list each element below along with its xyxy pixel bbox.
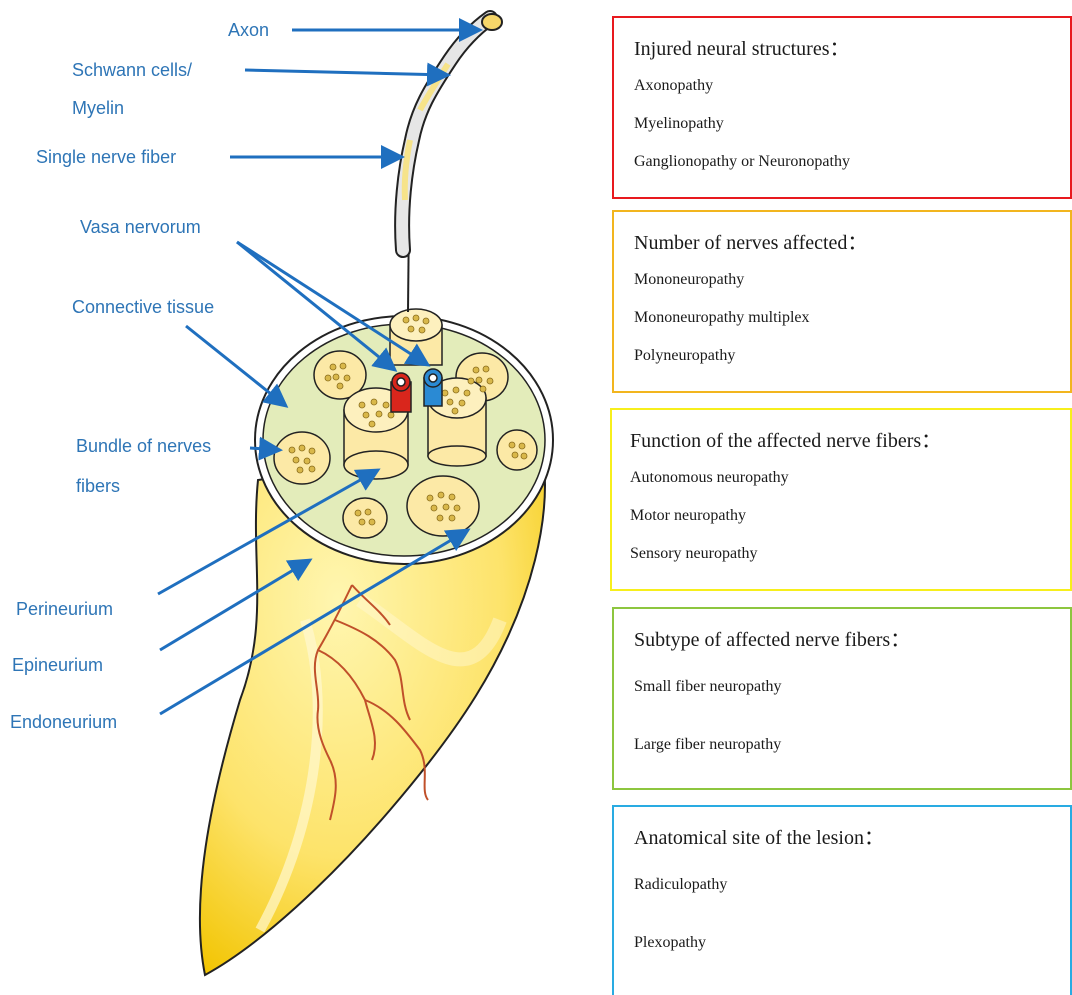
box-anatomical-site: Anatomical site of the lesion： Radiculop… (612, 805, 1072, 995)
nerve-anatomy-diagram: Axon Schwann cells/ Myelin Single nerve … (0, 0, 600, 985)
label-endoneurium: Endoneurium (10, 712, 117, 732)
list-item: Mononeuropathy (634, 261, 1070, 299)
list-item: Axonopathy (634, 67, 1070, 105)
list-item: Radiculopathy (634, 856, 1070, 914)
box-function-of-fibers: Function of the affected nerve fibers： A… (610, 408, 1072, 591)
nerve-fiber-tube (402, 14, 502, 312)
box-title: Anatomical site of the lesion： (634, 821, 1070, 850)
list-item: Large fiber neuropathy (634, 716, 1070, 774)
list-item: Myelinopathy (634, 105, 1070, 143)
list-item: Ganglionopathy or Neuronopathy (634, 143, 1070, 181)
label-axon: Axon (228, 20, 269, 40)
label-fibers: fibers (76, 476, 120, 496)
label-epineurium: Epineurium (12, 655, 103, 675)
label-single-nerve-fiber: Single nerve fiber (36, 147, 176, 167)
box-title: Subtype of affected nerve fibers： (634, 623, 1070, 652)
label-vasa-nervorum: Vasa nervorum (80, 217, 201, 237)
box-injured-structures: Injured neural structures： Axonopathy My… (612, 16, 1072, 199)
label-connective-tissue: Connective tissue (72, 297, 214, 317)
label-bundle-of-nerves: Bundle of nerves (76, 436, 211, 456)
label-perineurium: Perineurium (16, 599, 113, 619)
list-item: Polyneuropathy (634, 337, 1070, 375)
label-schwann-cells: Schwann cells/ (72, 60, 192, 80)
list-item: Small fiber neuropathy (634, 658, 1070, 716)
box-number-of-nerves: Number of nerves affected： Mononeuropath… (612, 210, 1072, 393)
list-item: Mononeuropathy multiplex (634, 299, 1070, 337)
box-title: Function of the affected nerve fibers： (630, 424, 1070, 453)
list-item: Plexopathy (634, 914, 1070, 972)
box-title: Injured neural structures： (634, 32, 1070, 61)
box-subtype-of-fibers: Subtype of affected nerve fibers： Small … (612, 607, 1072, 790)
box-title: Number of nerves affected： (634, 226, 1070, 255)
list-item: Motor neuropathy (630, 497, 1070, 535)
list-item: Autonomous neuropathy (630, 459, 1070, 497)
label-myelin: Myelin (72, 98, 124, 118)
list-item: Sensory neuropathy (630, 535, 1070, 573)
